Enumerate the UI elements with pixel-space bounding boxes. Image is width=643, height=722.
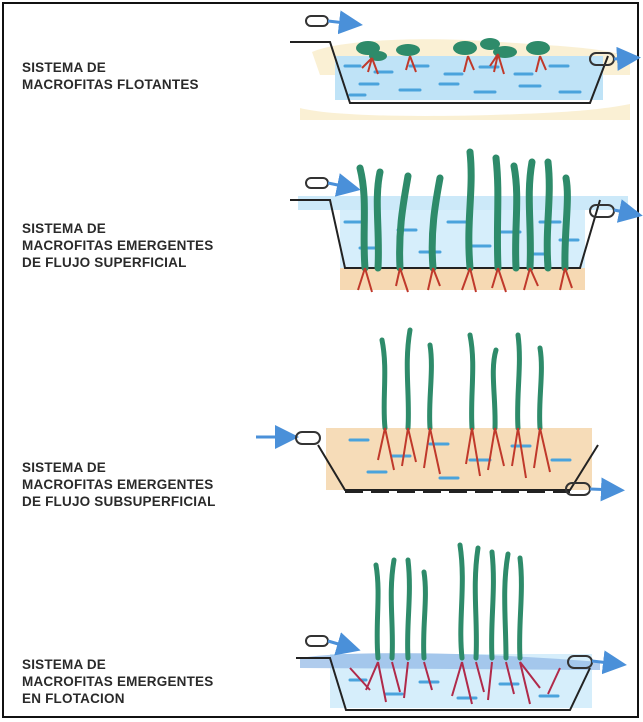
panel-subsuperficial-plants xyxy=(382,330,541,428)
panel-flotacion-plants xyxy=(376,545,521,658)
panel-superficial-basin xyxy=(290,196,628,290)
